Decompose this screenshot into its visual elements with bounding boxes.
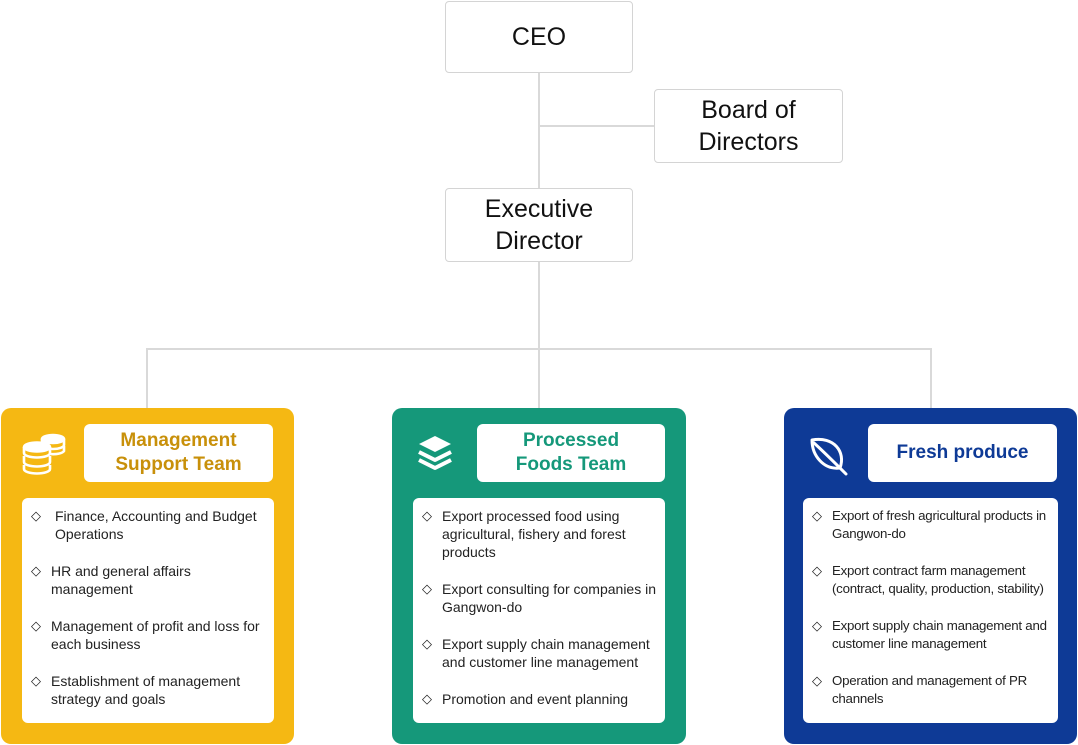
connector-left [146,348,148,409]
connector-executive-teams [538,261,540,409]
team-card-management-support: Management Support Team Finance, Account… [1,408,294,744]
duty-item: HR and general affairs management [30,562,266,598]
team-card-processed-foods: Processed Foods Team Export processed fo… [392,408,686,744]
team-title: Fresh produce [868,424,1057,482]
duty-item: Management of profit and loss for each b… [30,617,266,653]
duty-item: Export contract farm management (contrac… [811,562,1056,598]
connector-ceo-executive [538,72,540,189]
duty-item: Export processed food using agricultural… [421,507,657,561]
connector-horizontal [146,348,932,350]
executive-director-box: Executive Director [445,188,633,262]
ceo-label: CEO [511,23,567,51]
duty-item: Export supply chain management and custo… [811,617,1056,653]
duty-item: Operation and management of PR channels [811,672,1056,708]
board-label: Board of Directors [698,96,799,156]
duty-item: Export supply chain management and custo… [421,635,657,671]
team-duties-list: Export of fresh agricultural products in… [803,498,1058,723]
duty-item: Establishment of management strategy and… [30,672,266,708]
coins-stack-icon [21,430,67,476]
connector-right [930,348,932,409]
team-title: Management Support Team [84,424,273,482]
team-duties-list: Export processed food using agricultural… [413,498,665,723]
team-card-fresh-produce: Fresh produce Export of fresh agricultur… [784,408,1077,744]
team-duties-list: Finance, Accounting and Budget Operation… [22,498,274,723]
executive-label: Executive Director [484,195,594,255]
team-title: Processed Foods Team [477,424,665,482]
connector-board [540,125,655,127]
duty-item: Export of fresh agricultural products in… [811,507,1056,543]
duty-item: Promotion and event planning [421,690,657,708]
board-of-directors-box: Board of Directors [654,89,843,163]
duty-item: Export consulting for companies in Gangw… [421,580,657,616]
leaf-icon [804,430,850,476]
ceo-box: CEO [445,1,633,73]
duty-item: Finance, Accounting and Budget Operation… [30,507,266,543]
layers-icon [412,430,458,476]
